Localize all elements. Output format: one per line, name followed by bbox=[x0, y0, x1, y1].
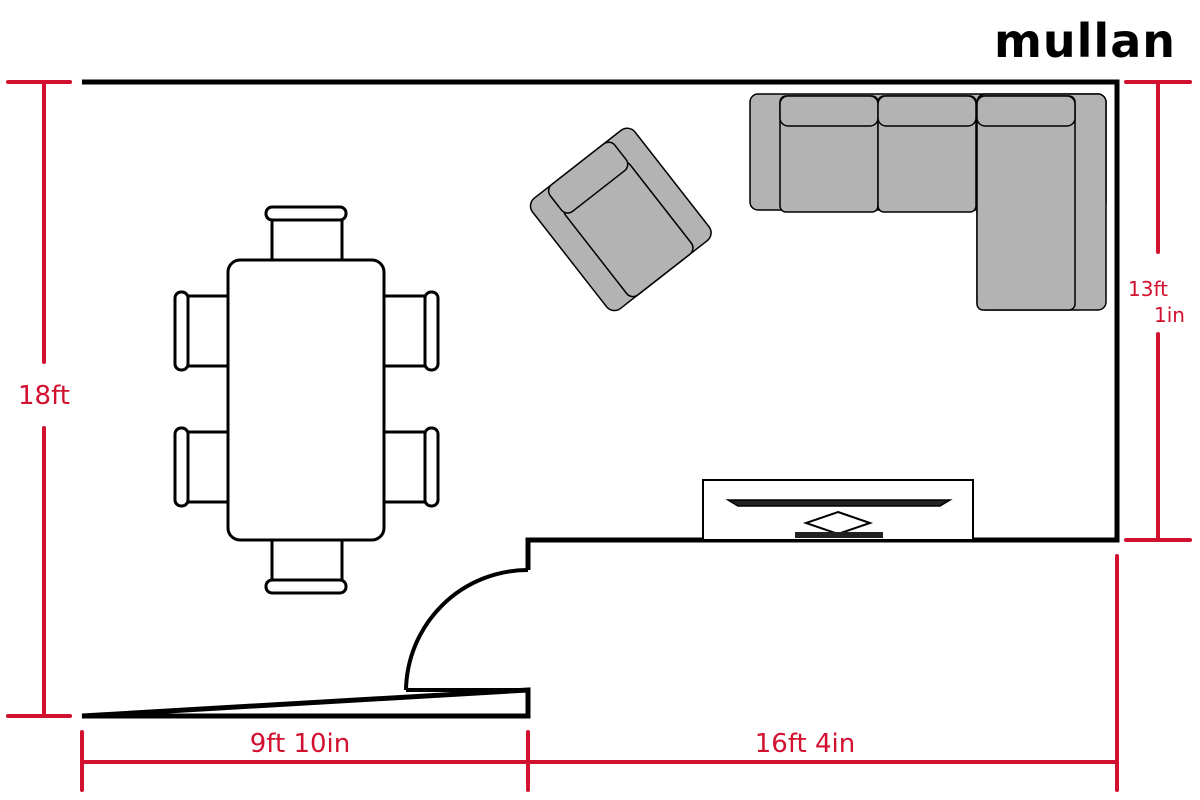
sofa-back-2 bbox=[877, 95, 977, 127]
dining-chair-left-1-back bbox=[173, 290, 190, 372]
dining-chair-left-1 bbox=[182, 294, 232, 368]
dining-chair-right-2-back bbox=[423, 426, 440, 508]
tv-base bbox=[795, 532, 883, 538]
dining-chair-bottom-back bbox=[264, 578, 348, 595]
dining-chair-left-2 bbox=[182, 430, 232, 504]
dining-chair-right-1-back bbox=[423, 290, 440, 372]
tv-screen bbox=[725, 499, 953, 507]
sofa-chaise-seat bbox=[976, 95, 1076, 311]
dining-set bbox=[173, 205, 440, 595]
dimension-lines bbox=[6, 80, 1192, 792]
dining-chair-left-2-back bbox=[173, 426, 190, 508]
door bbox=[404, 568, 529, 692]
tv-unit bbox=[702, 479, 974, 541]
brand-logo: mullan bbox=[993, 14, 1176, 68]
sectional-sofa bbox=[749, 93, 1107, 311]
dim-label-overall-height: 18ft bbox=[18, 381, 70, 411]
dim-label-bottom-left: 9ft 10in bbox=[250, 729, 350, 759]
sofa-back-1 bbox=[779, 95, 879, 127]
dining-table bbox=[226, 258, 386, 542]
armchair-back bbox=[547, 141, 629, 214]
dining-chair-bottom bbox=[270, 538, 344, 588]
wall-outline bbox=[81, 79, 1120, 719]
dim-label-right-height-1: 13ft bbox=[1128, 277, 1168, 301]
armchair bbox=[529, 127, 712, 312]
walls bbox=[81, 79, 1120, 719]
dining-chair-right-1 bbox=[381, 294, 431, 368]
dining-chair-right-2 bbox=[381, 430, 431, 504]
door-swing-arc bbox=[404, 568, 529, 691]
dim-label-right-height-2: 1in bbox=[1154, 303, 1185, 327]
dining-chair-top-back bbox=[264, 205, 348, 222]
sofa-back-3 bbox=[976, 95, 1076, 127]
dim-label-bottom-right: 16ft 4in bbox=[755, 729, 855, 759]
